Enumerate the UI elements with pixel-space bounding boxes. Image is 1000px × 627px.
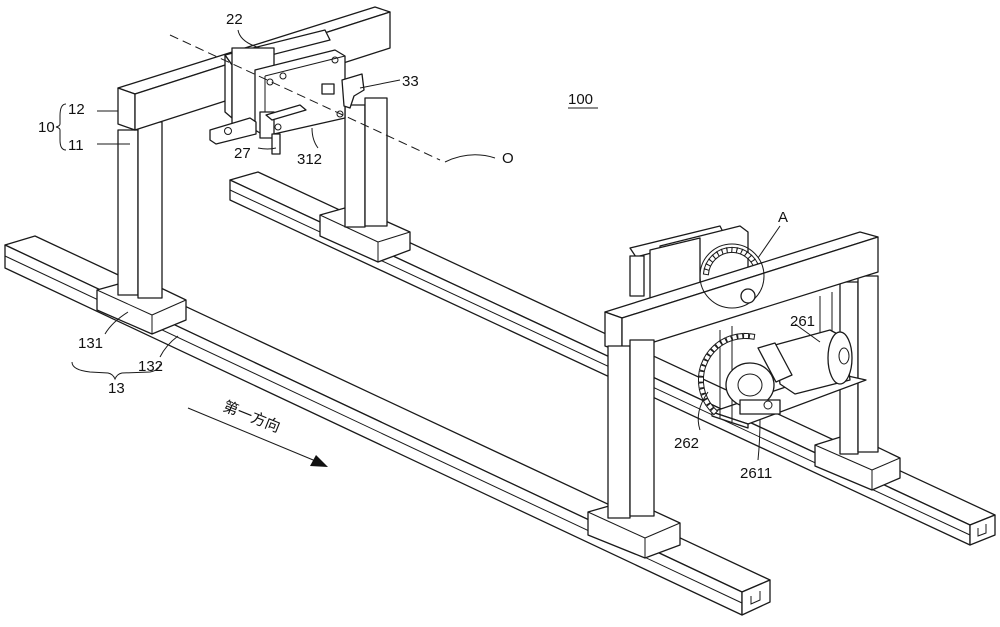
label-262: 262 xyxy=(674,435,699,452)
label-132: 132 xyxy=(138,358,163,375)
label-13: 13 xyxy=(108,380,125,397)
label-22: 22 xyxy=(226,11,243,28)
direction-label: 第一方向 xyxy=(221,397,283,436)
gear-tooth xyxy=(726,336,732,342)
detail-a-leader xyxy=(758,226,780,258)
label-131: 131 xyxy=(78,335,103,352)
label-100: 100 xyxy=(568,91,593,108)
label-33: 33 xyxy=(402,73,419,90)
label-11: 11 xyxy=(68,137,84,154)
gear-tooth xyxy=(699,388,705,394)
axis-o-leader xyxy=(445,155,495,162)
label-2611: 2611 xyxy=(740,465,772,482)
gear-tooth xyxy=(738,334,744,340)
gear-tooth xyxy=(699,383,705,389)
gear-hub xyxy=(741,289,755,303)
back-left-post xyxy=(320,98,410,262)
label-o: O xyxy=(502,150,514,167)
gear-tooth xyxy=(749,334,755,340)
label-261: 261 xyxy=(790,313,815,330)
gear-tooth xyxy=(698,377,703,382)
label-27: 27 xyxy=(234,145,251,162)
gear-tooth xyxy=(744,333,749,338)
gear-tooth xyxy=(699,371,705,377)
gear-tooth xyxy=(732,334,738,340)
label-12: 12 xyxy=(68,101,85,118)
label-a: A xyxy=(778,209,788,226)
label-312: 312 xyxy=(297,151,322,168)
front-left-post xyxy=(97,122,186,334)
label-10: 10 xyxy=(38,119,55,136)
